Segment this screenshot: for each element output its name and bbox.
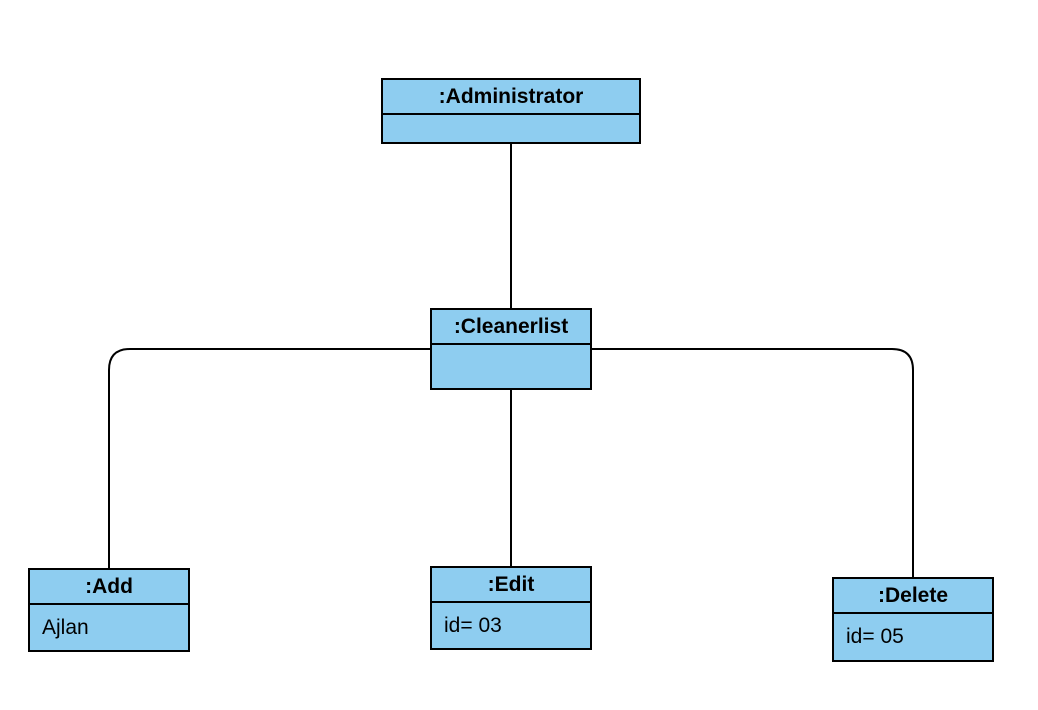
delete-object-attribute: id= 05 — [846, 625, 904, 648]
administrator-object-name: :Administrator — [383, 80, 639, 115]
edit-object-attribute: id= 03 — [444, 613, 502, 637]
administrator-object-attribute — [383, 115, 639, 142]
delete-object-name: :Delete — [834, 579, 992, 614]
cleanerlist-object[interactable]: :Cleanerlist — [430, 308, 592, 390]
link-cleanerlist-delete — [592, 348, 914, 577]
delete-object[interactable]: :Delete id= 05 — [832, 577, 994, 662]
cleanerlist-object-name: :Cleanerlist — [432, 310, 590, 345]
add-object-name: :Add — [30, 570, 188, 605]
edit-object[interactable]: :Edit id= 03 — [430, 566, 592, 650]
add-object[interactable]: :Add Ajlan — [28, 568, 190, 652]
cleanerlist-object-attribute — [432, 345, 590, 388]
administrator-object[interactable]: :Administrator — [381, 78, 641, 144]
link-cleanerlist-add — [108, 348, 430, 568]
add-object-attribute: Ajlan — [42, 615, 89, 639]
edit-object-name: :Edit — [432, 568, 590, 603]
